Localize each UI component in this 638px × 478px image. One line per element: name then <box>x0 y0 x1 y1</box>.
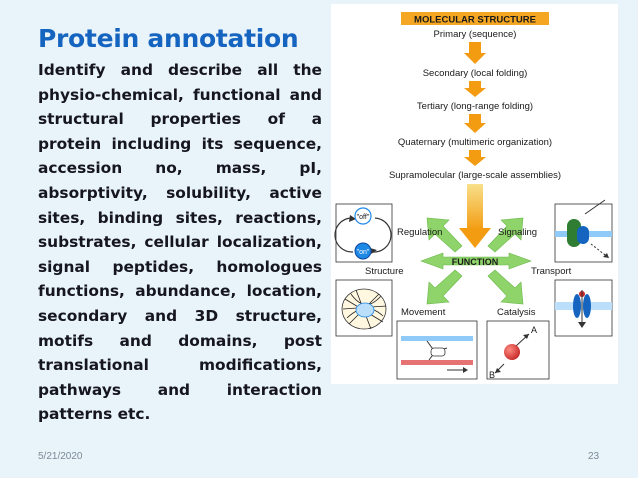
switch-on-label: "on" <box>357 249 370 256</box>
regulation-switch-icon: "off" "on" <box>334 203 393 263</box>
figure-header: MOLECULAR STRUCTURE <box>414 15 536 26</box>
role-movement: Movement <box>401 307 446 318</box>
transport-channel-icon <box>554 279 613 337</box>
level-secondary: Secondary (local folding) <box>423 68 528 79</box>
arrow-down-icon <box>464 81 486 97</box>
slide-page-number: 23 <box>588 451 600 462</box>
switch-off-label: "off" <box>357 214 370 221</box>
movement-motor-icon <box>396 320 478 380</box>
header-box <box>401 12 549 25</box>
level-quaternary: Quaternary (multimeric organization) <box>398 137 552 148</box>
molecular-structure-figure: MOLECULAR STRUCTURE Primary (sequence) S… <box>331 4 618 384</box>
role-signaling: Signaling <box>498 227 537 238</box>
slide-title: Protein annotation <box>38 24 299 53</box>
figure-svg: MOLECULAR STRUCTURE Primary (sequence) S… <box>334 12 613 380</box>
role-transport: Transport <box>531 266 572 277</box>
catalysis-label-a: A <box>531 325 537 335</box>
slide-date: 5/21/2020 <box>38 451 83 462</box>
arrow-down-icon <box>464 114 486 133</box>
big-arrow-icon <box>459 184 491 248</box>
catalysis-label-b: B <box>489 370 495 380</box>
role-catalysis: Catalysis <box>497 307 536 318</box>
role-structure: Structure <box>365 266 404 277</box>
function-label: FUNCTION <box>452 257 499 267</box>
level-primary: Primary (sequence) <box>434 29 517 40</box>
signaling-receptor-icon <box>554 199 613 263</box>
catalysis-enzyme-icon: A B <box>486 320 550 380</box>
slide-body-text: Identify and describe all the physio-che… <box>38 61 322 424</box>
level-tertiary: Tertiary (long-range folding) <box>417 101 533 112</box>
arrow-down-icon <box>464 42 486 64</box>
down-arrow-icons <box>464 42 486 166</box>
function-arrows-icon <box>420 217 532 305</box>
arrow-down-icon <box>464 150 486 166</box>
structure-network-icon <box>335 279 393 337</box>
level-supramolecular: Supramolecular (large-scale assemblies) <box>389 170 561 181</box>
role-regulation: Regulation <box>397 227 442 238</box>
